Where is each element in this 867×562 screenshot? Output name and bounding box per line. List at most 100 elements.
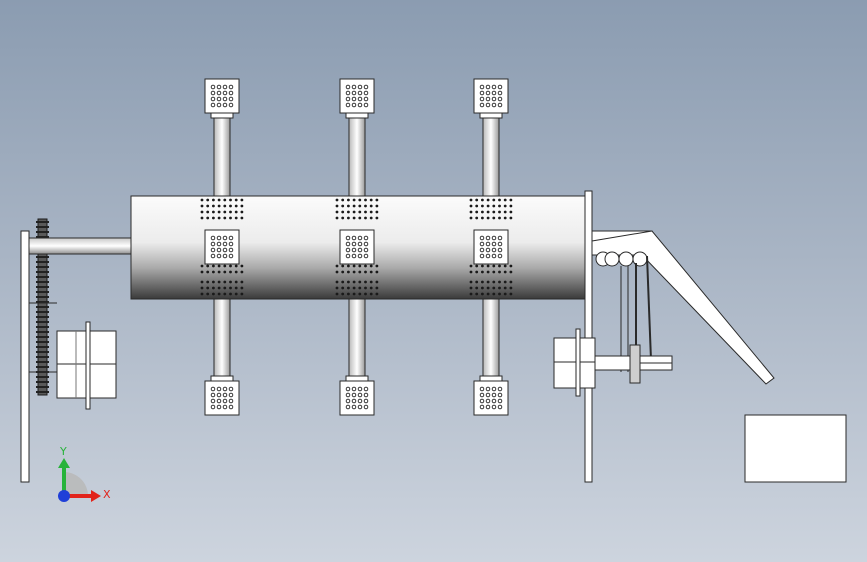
drum-hole (223, 198, 227, 202)
drum-hole (347, 280, 350, 284)
drum-hole (217, 292, 221, 296)
drum-hole (200, 292, 204, 296)
drum-hole (352, 292, 356, 296)
drum-hole (498, 270, 501, 274)
left-motor (29, 302, 117, 410)
drum-hole (240, 210, 244, 214)
drum-hole (492, 204, 496, 208)
drum-hole (352, 198, 356, 202)
drum-hole (212, 292, 215, 296)
drum-hole (509, 280, 513, 284)
drum-hole (234, 286, 238, 290)
drum-hole (498, 210, 501, 214)
gear-tooth (36, 361, 49, 363)
drum-hole (352, 216, 356, 220)
drum-hole (335, 198, 339, 202)
perforated-pad (204, 229, 240, 265)
drum-hole (352, 280, 356, 284)
collection-bin (744, 414, 847, 483)
drum-hole (475, 204, 479, 208)
drum-hole (347, 286, 350, 290)
drum-hole (364, 204, 367, 208)
drum-hole (335, 270, 339, 274)
drum-hole (469, 264, 473, 268)
gear-tooth (36, 226, 49, 228)
drum-hole (481, 292, 484, 296)
drum-hole (509, 264, 513, 268)
drum-hole (369, 198, 373, 202)
drum-hole (364, 280, 367, 284)
gear-tooth (36, 276, 49, 278)
drum-hole (240, 286, 244, 290)
drum-hole (369, 270, 373, 274)
gear-tooth (36, 301, 49, 303)
gear-tooth (36, 386, 49, 388)
drum-hole (347, 216, 350, 220)
drum-hole (229, 264, 232, 268)
support-columns (204, 78, 509, 416)
drum-hole (492, 216, 496, 220)
drum-hole (212, 286, 215, 290)
drum-hole (217, 210, 221, 214)
drum-hole (498, 198, 501, 202)
drum-hole (509, 292, 513, 296)
drum-hole (347, 264, 350, 268)
drum-hole (229, 292, 232, 296)
drum-hole (212, 210, 215, 214)
drum-hole (212, 270, 215, 274)
drum-hole (206, 286, 210, 290)
drum-hole (481, 264, 484, 268)
drum-hole (369, 210, 373, 214)
drum-hole (475, 280, 479, 284)
drum-hole (229, 216, 232, 220)
drum-hole (369, 292, 373, 296)
drum-hole (223, 270, 227, 274)
drum-hole (212, 216, 215, 220)
roller-chain (595, 251, 648, 267)
lower-column (482, 297, 500, 381)
drum-hole (217, 264, 221, 268)
drum-hole (223, 264, 227, 268)
perforated-pad (473, 78, 509, 114)
drum-hole (352, 210, 356, 214)
drum-hole (498, 292, 501, 296)
drum-hole (217, 286, 221, 290)
discharge-chute (591, 230, 775, 385)
gear-tooth (36, 261, 49, 263)
drum-hole (341, 216, 345, 220)
gear-tooth (36, 341, 49, 343)
drum-hole (364, 198, 367, 202)
drum-hole (206, 216, 210, 220)
gear-tooth (36, 271, 49, 273)
gear-tooth (36, 346, 49, 348)
drum-hole (481, 204, 484, 208)
drum-hole (509, 270, 513, 274)
right-motor (553, 328, 673, 397)
drum-hole (369, 286, 373, 290)
drum-hole (352, 286, 356, 290)
gear-tooth (36, 356, 49, 358)
drum-hole (475, 264, 479, 268)
drum-hole (234, 210, 238, 214)
gear-tooth (36, 291, 49, 293)
drum-hole (217, 204, 221, 208)
drum-hole (212, 204, 215, 208)
drum-hole (212, 264, 215, 268)
drum-hole (469, 286, 473, 290)
drum-hole (498, 264, 501, 268)
drum-hole (503, 216, 507, 220)
drum-hole (200, 204, 204, 208)
drum-hole (229, 286, 232, 290)
drum-hole (200, 280, 204, 284)
drum-hole (509, 198, 513, 202)
drum-hole (234, 280, 238, 284)
z-axis-dot (58, 490, 70, 502)
perforated-pad (473, 229, 509, 265)
drum-hole (200, 216, 204, 220)
drum-hole (347, 204, 350, 208)
drum-hole (240, 216, 244, 220)
drum-hole (229, 210, 232, 214)
drum-hole (492, 210, 496, 214)
drum-hole (347, 198, 350, 202)
